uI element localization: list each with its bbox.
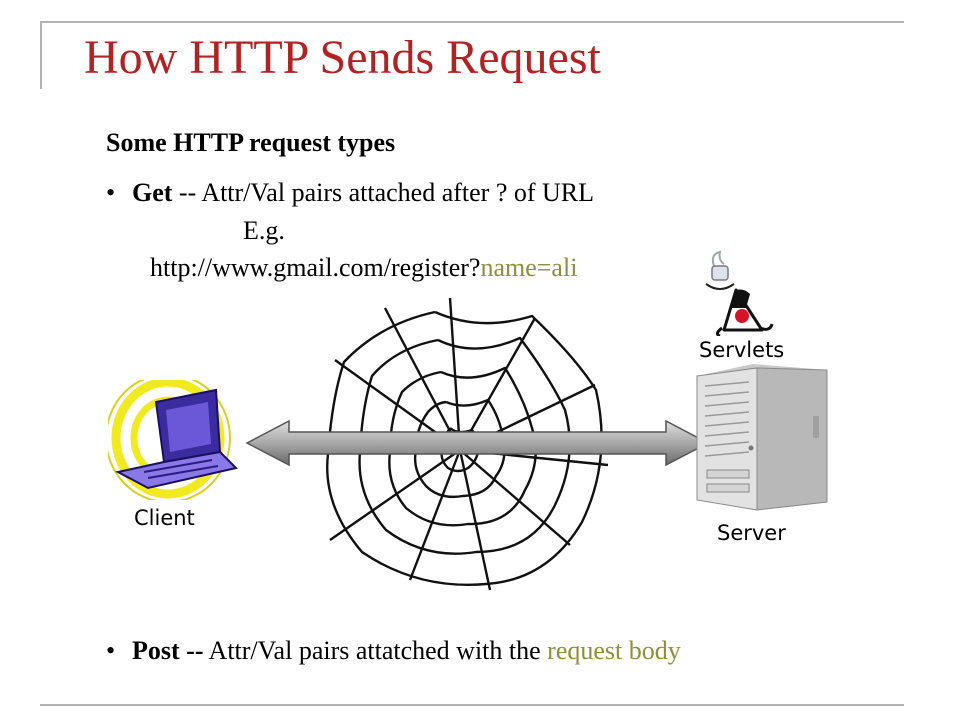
client-laptop-icon bbox=[108, 380, 238, 500]
slide-frame-left bbox=[40, 21, 42, 89]
servlets-label: Servlets bbox=[699, 338, 785, 362]
get-keyword: Get bbox=[132, 178, 173, 207]
example-url-query: name=ali bbox=[480, 253, 578, 282]
post-description: Attr/Val pairs attatched with the bbox=[203, 636, 548, 665]
slide-subtitle: Some HTTP request types bbox=[106, 128, 396, 157]
bullet-dot: • bbox=[106, 178, 116, 207]
get-description: -- Attr/Val pairs attached after ? of UR… bbox=[172, 178, 595, 207]
post-highlight: request body bbox=[547, 636, 681, 665]
client-label: Client bbox=[134, 506, 195, 530]
slide-title: How HTTP Sends Request bbox=[84, 31, 601, 84]
server-tower-icon bbox=[696, 364, 828, 511]
example-label: E.g. bbox=[243, 216, 285, 245]
example-url-base: http://www.gmail.com/register? bbox=[150, 253, 481, 282]
slide-frame-top bbox=[40, 21, 904, 23]
spider-web-icon bbox=[312, 297, 609, 591]
example-url: http://www.gmail.com/register?name=ali bbox=[150, 253, 577, 283]
server-label: Server bbox=[717, 521, 786, 545]
get-bullet: • Get -- Attr/Val pairs attached after ? … bbox=[106, 178, 594, 208]
java-duke-icon bbox=[705, 250, 774, 336]
bullet-dot: • bbox=[106, 636, 116, 665]
slide-frame-bottom bbox=[40, 704, 904, 706]
double-arrow-icon bbox=[245, 419, 710, 467]
post-bullet: • Post -- Attr/Val pairs attatched with t… bbox=[106, 636, 681, 666]
post-keyword: Post -- bbox=[132, 636, 204, 665]
